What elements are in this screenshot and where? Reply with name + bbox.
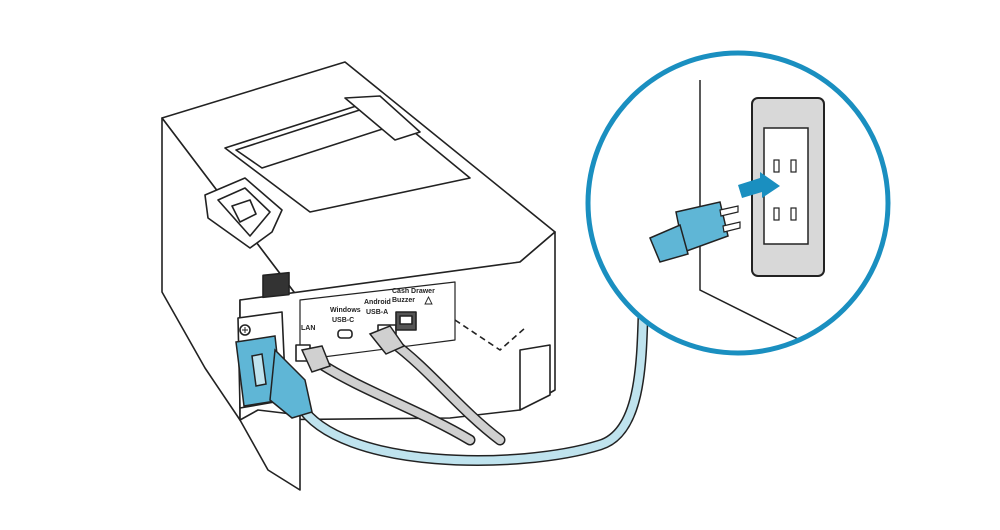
buzzer-label: Buzzer	[392, 297, 415, 304]
usb-a-label: USB-A	[366, 309, 388, 316]
outlet-slot	[790, 159, 797, 173]
lan-plug	[300, 345, 331, 373]
callout-ring	[585, 50, 891, 356]
port-labels: LAN Windows USB-C Android USB-A Cash Dra…	[301, 288, 435, 332]
cable-slot	[454, 319, 526, 351]
power-plug-printer-side	[235, 335, 313, 419]
printer	[161, 61, 556, 491]
windows-label: Windows	[330, 307, 361, 314]
outlet-slot	[773, 207, 780, 221]
usb-c-port	[337, 329, 353, 339]
warning-triangle-icon	[424, 295, 433, 305]
usb-c-label: USB-C	[332, 317, 354, 324]
outlet-callout	[588, 53, 888, 353]
outlet-slot	[790, 207, 797, 221]
insert-arrow-icon	[738, 172, 780, 198]
cash-drawer-label: Cash Drawer	[392, 288, 435, 295]
port-panel	[299, 281, 456, 361]
outlet-slot	[773, 159, 780, 173]
android-label: Android	[364, 299, 391, 306]
power-switch	[262, 271, 290, 299]
data-cables	[312, 336, 506, 446]
lan-label: LAN	[301, 325, 315, 332]
usb-a-plug	[368, 325, 406, 355]
printer-stand	[239, 409, 301, 491]
